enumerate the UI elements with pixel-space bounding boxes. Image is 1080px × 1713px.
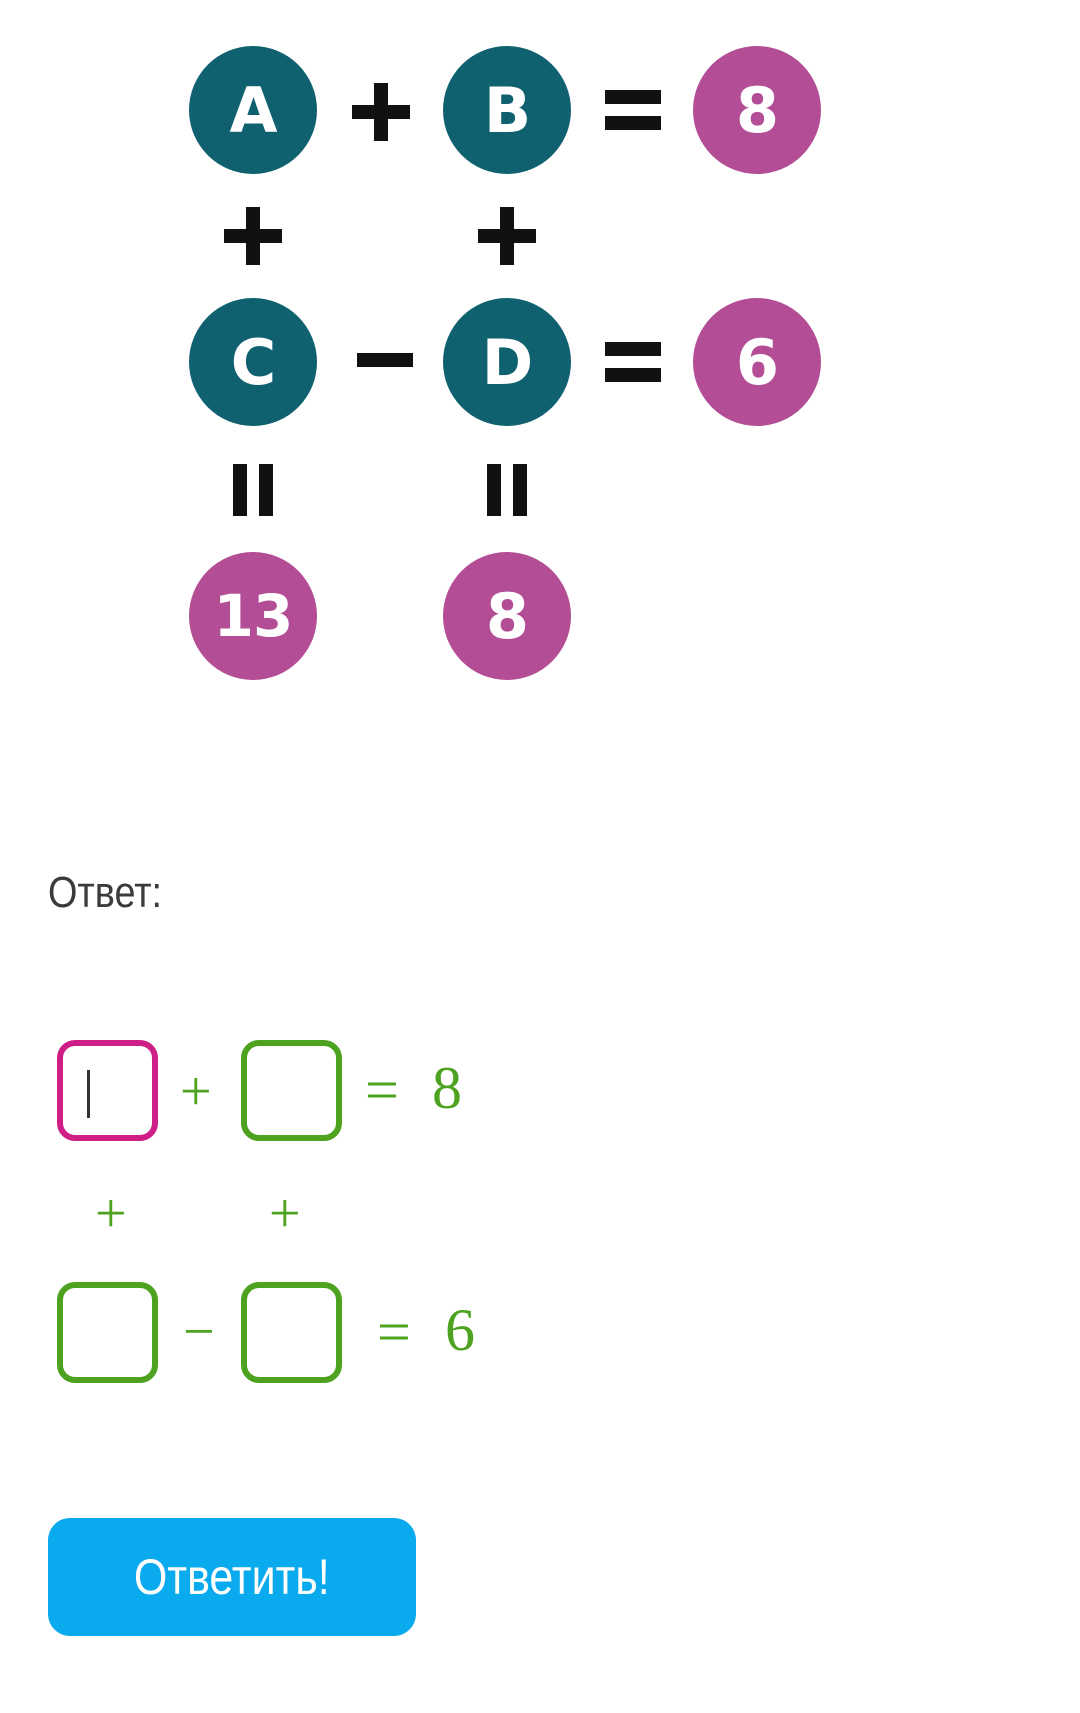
submit-answer-button[interactable]: Ответить! — [48, 1518, 416, 1636]
minus-sign: − — [183, 1301, 215, 1363]
answer-input-c[interactable] — [57, 1282, 158, 1383]
plus-sign — [213, 196, 293, 276]
row1-result: 8 — [432, 1055, 462, 1121]
letter-circle-b: B — [443, 46, 571, 174]
result-circle-row2: 6 — [693, 298, 821, 426]
answer-label: Ответ: — [48, 868, 163, 917]
answer-input-d[interactable] — [241, 1282, 342, 1383]
plus-sign — [341, 72, 421, 152]
answer-input-b[interactable] — [241, 1040, 342, 1141]
equals-sign-vertical — [467, 450, 547, 530]
equals-sign-vertical — [213, 450, 293, 530]
result-circle-col2: 8 — [443, 552, 571, 680]
row2-result: 6 — [445, 1297, 475, 1363]
equals-sign — [593, 70, 673, 150]
letter-circle-c: C — [189, 298, 317, 426]
puzzle-image: A B 8 C D 6 13 8 — [0, 0, 1080, 700]
letter-circle-a: A — [189, 46, 317, 174]
minus-sign — [345, 320, 425, 400]
submit-button-label: Ответить! — [134, 1549, 330, 1605]
text-caret — [87, 1070, 90, 1118]
result-circle-row1: 8 — [693, 46, 821, 174]
equals-sign: = — [377, 1299, 411, 1365]
plus-sign: + — [269, 1183, 301, 1245]
equals-sign — [593, 322, 673, 402]
plus-sign — [467, 196, 547, 276]
plus-sign: + — [95, 1183, 127, 1245]
plus-sign: + — [180, 1061, 212, 1123]
answer-input-a[interactable] — [57, 1040, 158, 1141]
result-circle-col1: 13 — [189, 552, 317, 680]
equals-sign: = — [365, 1057, 399, 1123]
letter-circle-d: D — [443, 298, 571, 426]
